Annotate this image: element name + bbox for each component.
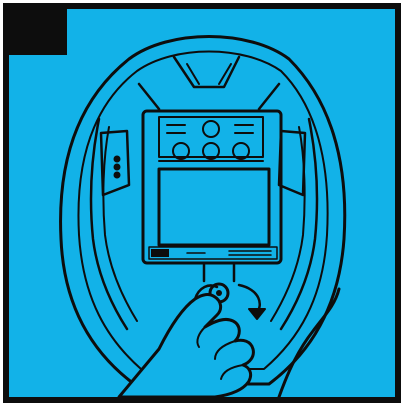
hand <box>119 295 253 397</box>
top-vent <box>174 57 239 87</box>
right-side-rib <box>281 119 317 329</box>
left-side-rib <box>91 119 127 329</box>
latch-tab <box>204 265 234 281</box>
instruction-panel <box>3 3 401 403</box>
welding-helmet-illustration <box>9 9 395 397</box>
viewing-lens <box>159 169 269 245</box>
